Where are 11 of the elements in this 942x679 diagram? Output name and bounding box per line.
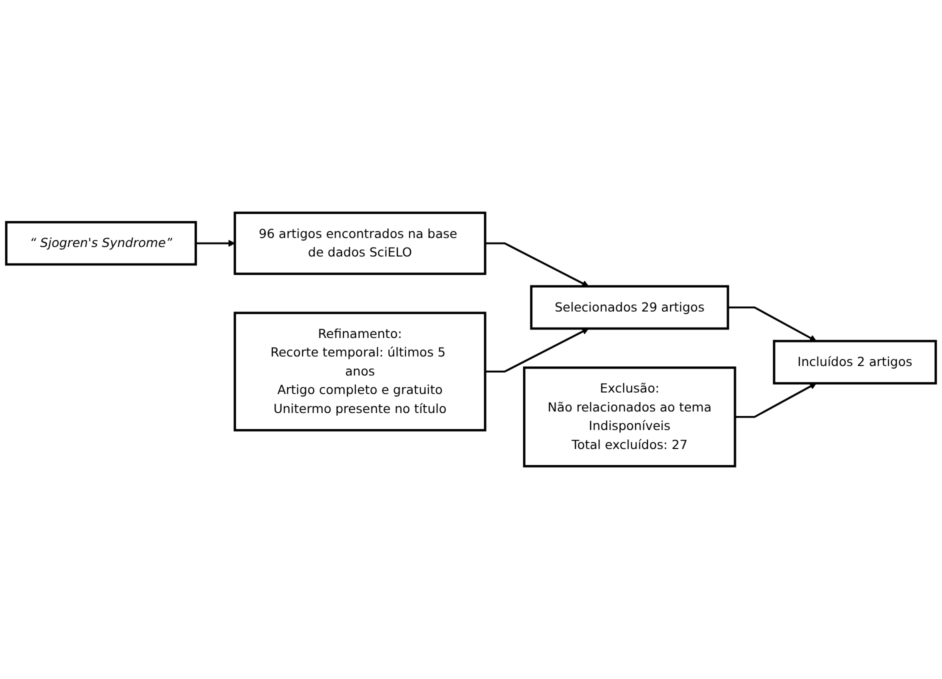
node-box: Exclusão: Não relacionados ao tema Indisponíveis Total excluídos: 27: [523, 366, 736, 468]
node-box: Refinamento: Recorte temporal: últimos 5 anos Artigo completo e gratuito Unitermo presente no título: [234, 312, 486, 432]
arrow: [485, 328, 589, 373]
node-box: “ Sjogren's Syndrome”: [5, 221, 197, 266]
node-box: Selecionados 29 artigos: [530, 285, 730, 330]
node-box: Incluídos 2 artigos: [772, 340, 937, 384]
arrow: [734, 382, 816, 418]
node-box: 96 artigos encontrados na base de dados SciELO: [234, 212, 486, 275]
arrow: [485, 242, 589, 287]
arrow: [728, 306, 816, 342]
arrow: [196, 240, 236, 247]
